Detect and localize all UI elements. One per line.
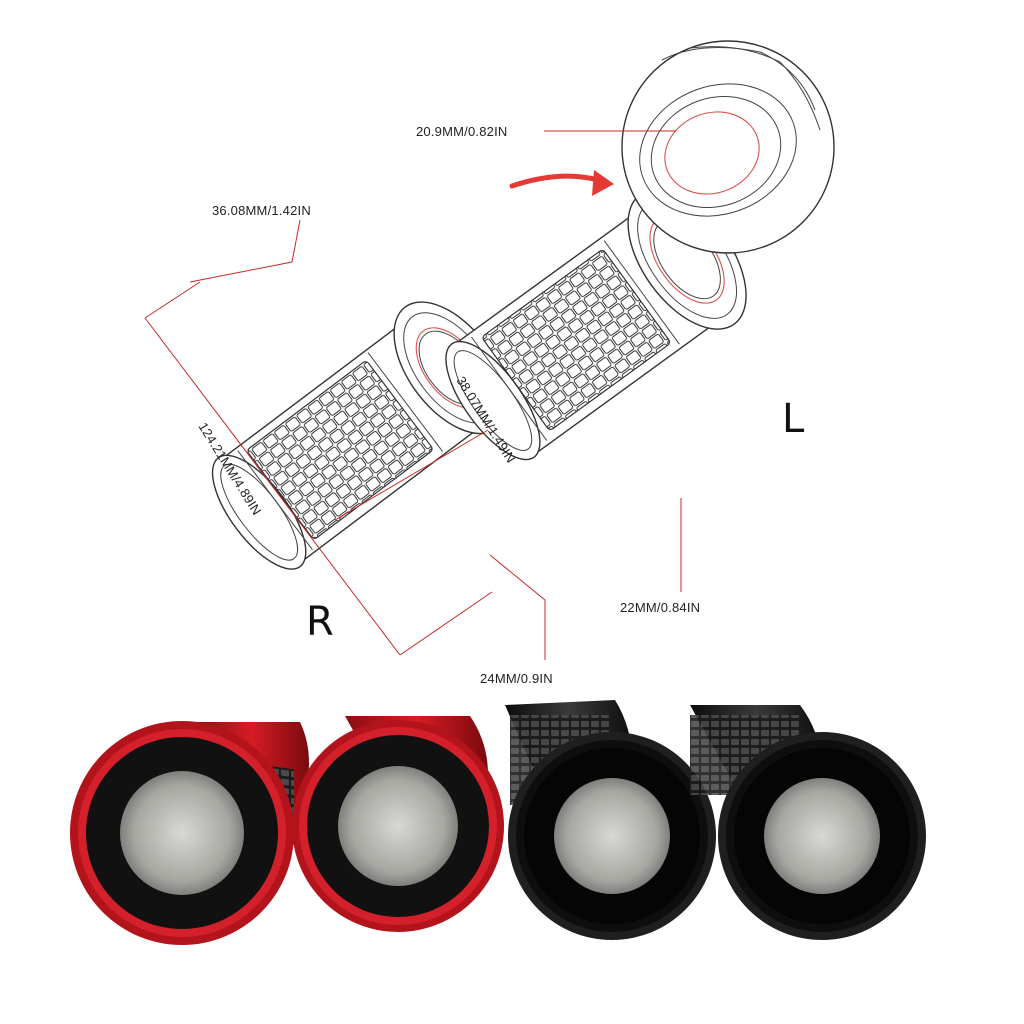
grip-photo-black-1	[505, 700, 716, 940]
grip-photo-black-2	[690, 705, 926, 940]
dimension-leaders	[144, 130, 682, 660]
left-inner-diameter-label: 22MM/0.84IN	[620, 600, 700, 615]
right-inner-diameter-label: 24MM/0.9IN	[480, 671, 553, 686]
grip-photo-red-1	[70, 721, 309, 945]
left-side-label: L	[782, 396, 805, 442]
end-outer-diameter-label: 36.08MM/1.42IN	[212, 203, 311, 218]
top-inner-diameter-label: 20.9MM/0.82IN	[416, 124, 507, 139]
right-side-label: R	[306, 599, 334, 645]
zoom-arrow	[509, 170, 614, 196]
product-photo	[30, 695, 994, 995]
grip-photo-red-2	[292, 716, 504, 932]
detail-zoom-circle	[621, 40, 835, 254]
